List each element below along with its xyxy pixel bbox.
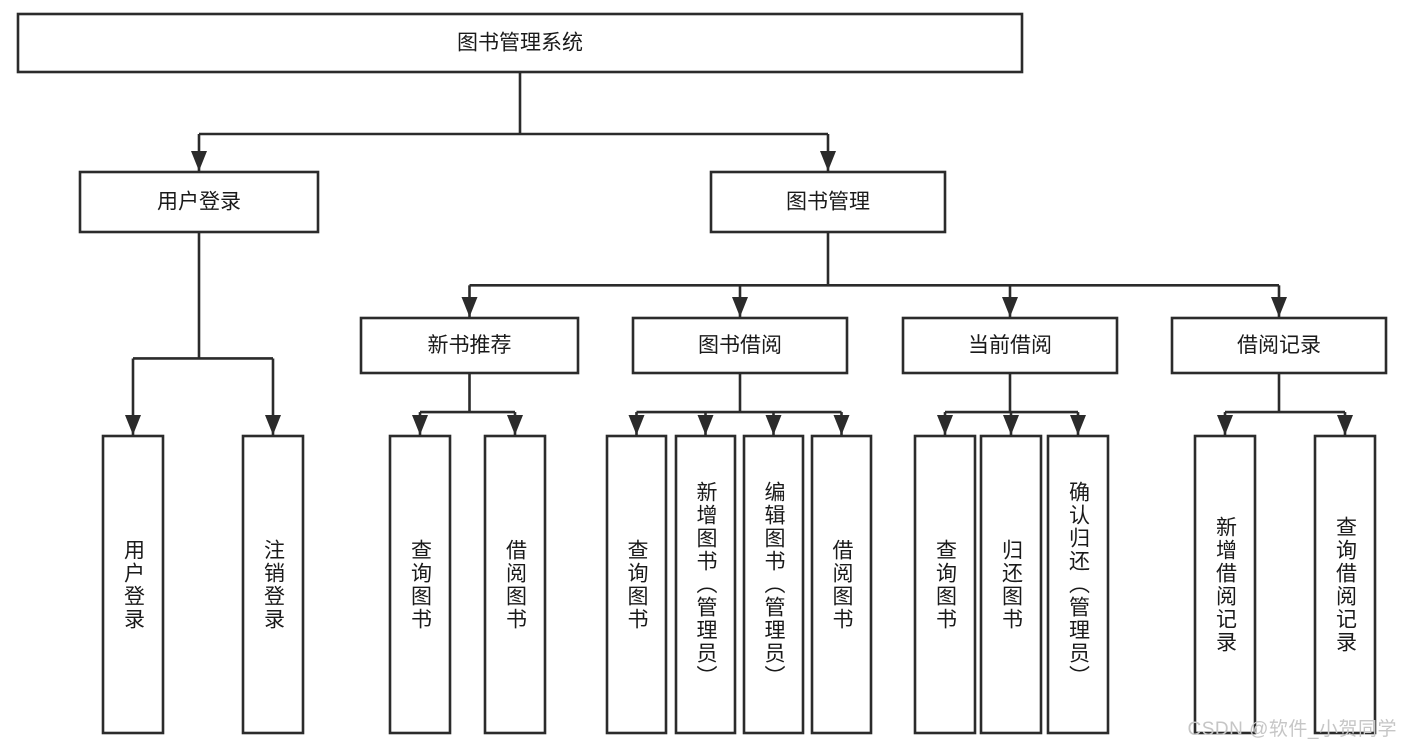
arrow-head-icon xyxy=(1002,297,1018,317)
node-box-新增借阅记录[interactable] xyxy=(1193,434,1257,735)
arrow-head-icon xyxy=(1217,415,1233,435)
node-box-查询借阅记录[interactable] xyxy=(1313,434,1377,735)
arrow-head-icon xyxy=(628,415,645,435)
node-box-图书管理[interactable] xyxy=(709,170,947,234)
node-box-新增图书管理员[interactable] xyxy=(674,434,737,735)
node-box-查询图书[interactable] xyxy=(605,434,668,735)
node-box-新书推荐[interactable] xyxy=(359,316,580,375)
arrow-head-icon xyxy=(461,297,478,317)
arrow-head-icon xyxy=(507,415,523,435)
arrow-head-icon xyxy=(732,297,748,317)
arrow-head-icon xyxy=(191,151,207,171)
node-label-当前借阅: 当前借阅 xyxy=(968,334,1052,357)
node-box-借阅记录[interactable] xyxy=(1170,316,1388,375)
arrow-head-icon xyxy=(765,415,782,435)
node-box-图书管理系统[interactable] xyxy=(16,12,1024,74)
node-label-图书借阅: 图书借阅 xyxy=(698,334,782,357)
node-box-归还图书[interactable] xyxy=(979,434,1043,735)
node-box-当前借阅[interactable] xyxy=(901,316,1119,375)
node-label-借阅记录: 借阅记录 xyxy=(1237,334,1321,357)
arrow-head-icon xyxy=(937,415,953,435)
arrow-head-icon xyxy=(697,415,714,435)
arrow-head-icon xyxy=(1271,297,1287,317)
csdn-watermark: CSDN @软件_小贺同学 xyxy=(1187,719,1397,740)
node-box-用户登录[interactable] xyxy=(78,170,320,234)
arrow-head-icon xyxy=(820,151,836,171)
node-box-查询图书[interactable] xyxy=(388,434,452,735)
node-label-图书管理系统: 图书管理系统 xyxy=(457,32,583,55)
node-box-注销登录[interactable] xyxy=(241,434,305,735)
node-box-借阅图书[interactable] xyxy=(483,434,547,735)
node-label-新书推荐: 新书推荐 xyxy=(428,334,512,357)
node-box-确认归还管理员[interactable] xyxy=(1046,434,1110,735)
arrow-head-icon xyxy=(1070,415,1086,435)
arrow-head-icon xyxy=(1337,415,1353,435)
connector-layer xyxy=(125,72,1353,435)
node-box-借阅图书[interactable] xyxy=(810,434,873,735)
node-box-图书借阅[interactable] xyxy=(631,316,849,375)
node-label-用户登录: 用户登录 xyxy=(157,191,241,214)
arrow-head-icon xyxy=(833,415,850,435)
arrow-head-icon xyxy=(265,415,281,435)
node-box-编辑图书管理员[interactable] xyxy=(742,434,805,735)
box-layer xyxy=(16,12,1388,735)
arrow-head-icon xyxy=(412,415,428,435)
node-box-查询图书[interactable] xyxy=(913,434,977,735)
arrow-head-icon xyxy=(1003,415,1019,435)
node-label-图书管理: 图书管理 xyxy=(786,191,870,214)
node-box-用户登录[interactable] xyxy=(101,434,165,735)
arrow-head-icon xyxy=(125,415,141,435)
